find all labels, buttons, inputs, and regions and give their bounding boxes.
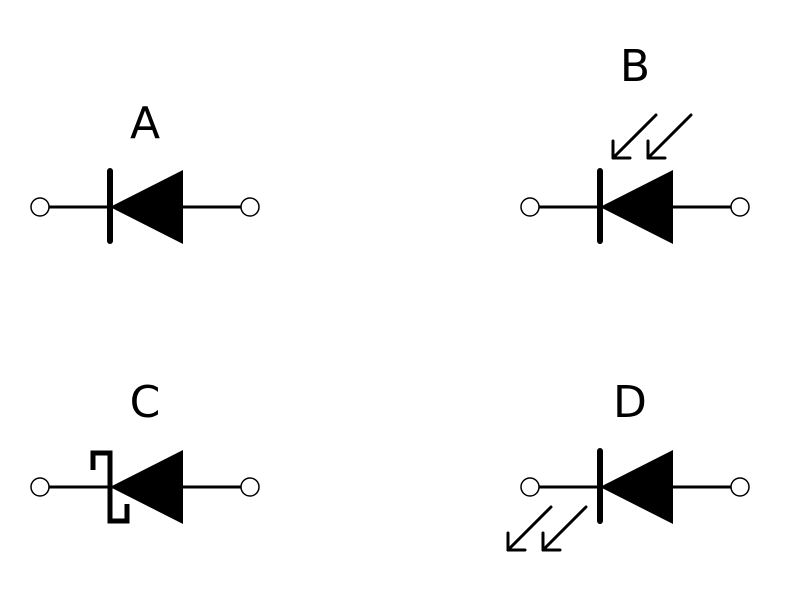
terminal-left-a [30, 197, 50, 217]
diode-triangle-b [600, 170, 673, 244]
schottky-cathode-bar-c [90, 450, 130, 524]
light-arrowhead-2 [646, 139, 667, 160]
outgoing-light-arrows-icon [506, 505, 588, 552]
terminal-left-d [520, 477, 540, 497]
diode-symbol-b [520, 113, 750, 244]
terminal-right-b [730, 197, 750, 217]
terminal-right-d [730, 477, 750, 497]
label-b: B [619, 41, 651, 92]
terminal-left-c [30, 477, 50, 497]
light-arrowhead-4 [541, 531, 562, 552]
light-arrowhead-3 [506, 531, 527, 552]
light-arrowhead-1 [611, 139, 632, 160]
light-arrow-4 [541, 505, 588, 552]
diode-symbol-a [30, 168, 260, 244]
diode-symbol-c [30, 450, 260, 524]
terminal-left-b [520, 197, 540, 217]
incoming-light-arrows-icon [611, 113, 693, 160]
label-a: A [129, 98, 161, 149]
diode-symbol-d [506, 448, 750, 552]
terminal-right-c [240, 477, 260, 497]
terminal-right-a [240, 197, 260, 217]
light-arrow-1 [611, 113, 658, 160]
diode-triangle-d [600, 450, 673, 524]
label-d: D [613, 377, 647, 428]
label-c: C [129, 377, 161, 428]
diode-triangle-c [110, 450, 183, 524]
light-arrow-2 [646, 113, 693, 160]
diode-triangle-a [110, 170, 183, 244]
light-arrow-3 [506, 505, 553, 552]
